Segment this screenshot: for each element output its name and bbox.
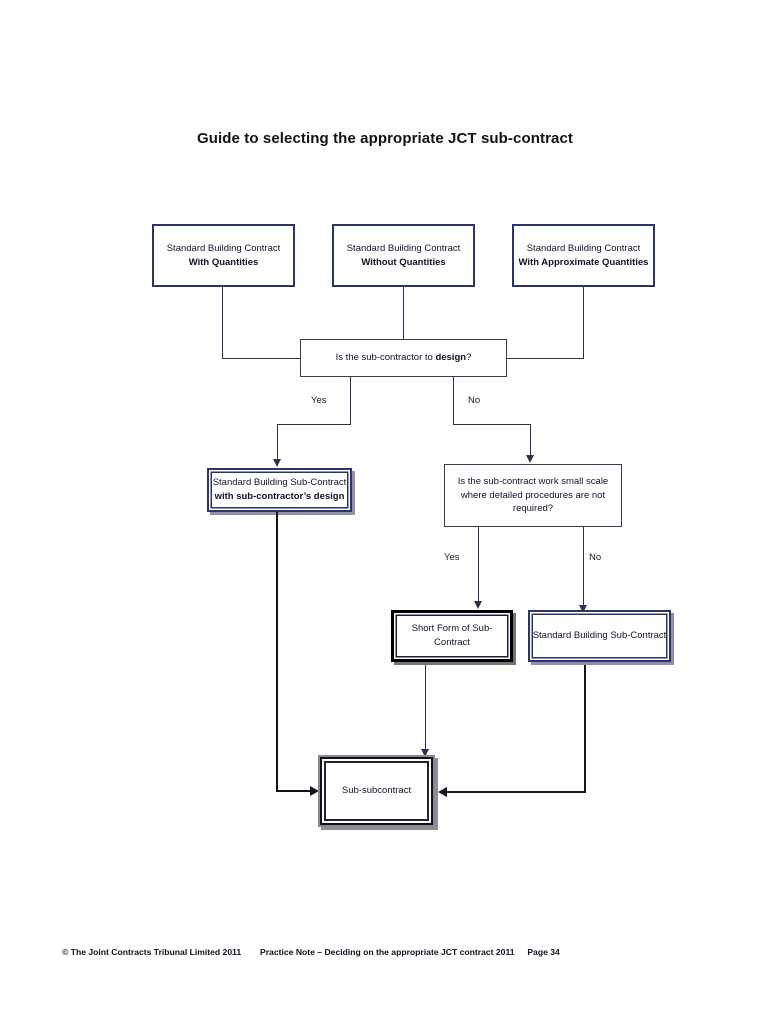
node-line-1: Standard Building Sub-Contract — [532, 630, 667, 642]
connector-sbsc-to-subsub-horizontal — [447, 791, 585, 794]
connector-small-yes-vertical — [478, 527, 480, 602]
node-line-1: Standard Building Contract — [166, 242, 281, 254]
connector-design-no-horizontal — [453, 424, 531, 426]
connector-design-no-vertical-b — [530, 424, 532, 456]
decision-text-post: ? — [466, 352, 472, 364]
connector-small-no-vertical — [583, 527, 585, 606]
connector-sbc-approx-vertical — [583, 287, 585, 359]
connector-sbc-without-vertical — [403, 287, 405, 340]
node-decision-is-sub-contractor-to-design[interactable]: Is the sub-contractor to design? — [300, 339, 507, 377]
node-standard-building-sub-contract-with-design[interactable]: Standard Building Sub-Contract with sub-… — [207, 468, 352, 512]
decision-line-1: Is the sub-contract work small scale — [457, 475, 609, 487]
connector-design-yes-vertical-b — [277, 424, 279, 460]
connector-sbc-with-vertical — [222, 287, 224, 359]
node-line-1: Short Form of Sub-Contract — [411, 623, 493, 648]
connector-sbsc-to-subsub-vertical — [584, 665, 587, 793]
decision-text-emphasis: design — [435, 352, 467, 364]
node-line-2: With Quantities — [188, 256, 259, 268]
node-decision-is-work-small-scale[interactable]: Is the sub-contract work small scale whe… — [444, 464, 622, 527]
arrowhead-small-yes — [474, 601, 482, 609]
footer-practice-note: Practice Note – Deciding on the appropri… — [259, 947, 515, 957]
arrowhead-subsub-right-in — [438, 787, 447, 797]
arrowhead-design-yes — [273, 459, 281, 467]
arrowhead-design-no — [526, 455, 534, 463]
node-line-1: Standard Building Contract — [526, 242, 641, 254]
connector-design-to-subsub-vertical — [276, 512, 279, 791]
node-standard-building-contract-with-approximate-quantities[interactable]: Standard Building Contract With Approxim… — [512, 224, 655, 287]
footer-page-number: Page 34 — [527, 947, 560, 957]
connector-shortform-to-subsub-vertical — [425, 665, 427, 750]
edge-label-design-yes: Yes — [311, 395, 327, 406]
node-standard-building-contract-with-quantities[interactable]: Standard Building Contract With Quantiti… — [152, 224, 295, 287]
arrowhead-small-no — [579, 605, 587, 613]
footer: © The Joint Contracts Tribunal Limited 2… — [62, 947, 560, 957]
connector-design-yes-horizontal — [277, 424, 351, 426]
node-short-form-of-sub-contract[interactable]: Short Form of Sub-Contract — [391, 610, 513, 662]
node-standard-building-contract-without-quantities[interactable]: Standard Building Contract Without Quant… — [332, 224, 475, 287]
footer-copyright: © The Joint Contracts Tribunal Limited 2… — [62, 947, 242, 957]
node-line-1: Sub-subcontract — [341, 785, 412, 797]
connector-sbc-with-horizontal — [222, 358, 302, 360]
node-line-2: With Approximate Quantities — [518, 256, 649, 268]
arrowhead-subsub-left-in — [310, 786, 319, 796]
node-sub-subcontract[interactable]: Sub-subcontract — [320, 757, 433, 825]
node-line-1: Standard Building Sub-Contract — [212, 477, 347, 489]
connector-design-no-vertical-a — [453, 377, 455, 425]
node-standard-building-sub-contract[interactable]: Standard Building Sub-Contract — [528, 610, 671, 662]
connector-sbc-approx-horizontal — [506, 358, 584, 360]
decision-line-2: where detailed procedures are not requir… — [460, 489, 606, 515]
arrowhead-subsub-top-in — [421, 749, 429, 757]
connector-design-yes-vertical-a — [350, 377, 352, 425]
node-line-2: with sub-contractor’s design — [214, 491, 345, 502]
node-line-1: Standard Building Contract — [346, 242, 461, 254]
connector-design-to-subsub-horizontal — [276, 790, 312, 793]
edge-label-small-no: No — [589, 552, 602, 563]
edge-label-design-no: No — [468, 395, 481, 406]
node-line-2: Without Quantities — [361, 256, 446, 268]
page-title: Guide to selecting the appropriate JCT s… — [197, 130, 573, 147]
edge-label-small-yes: Yes — [444, 552, 460, 563]
decision-text-pre: Is the sub-contractor to — [335, 352, 436, 364]
